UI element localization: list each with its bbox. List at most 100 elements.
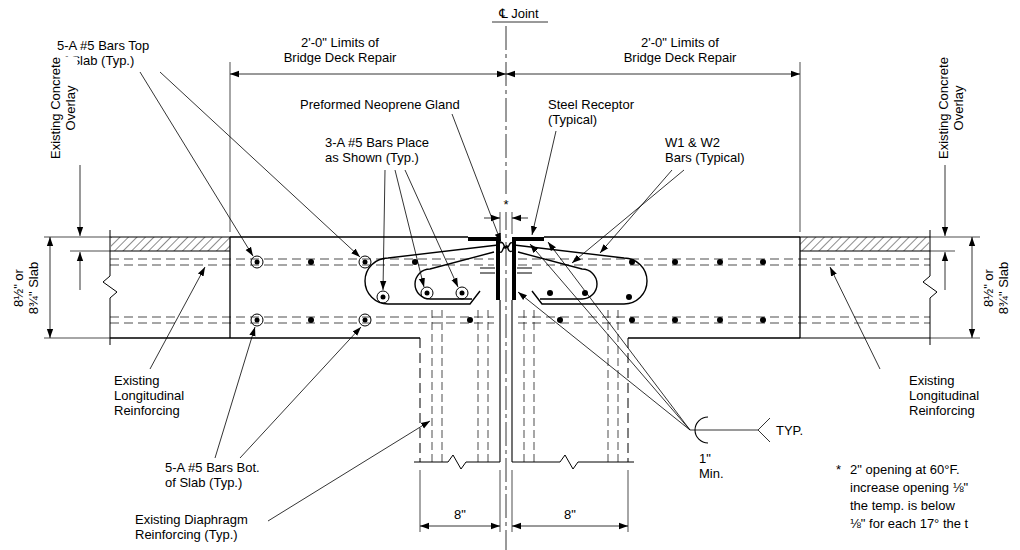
leader-line bbox=[140, 72, 253, 256]
center-line-tag bbox=[492, 22, 548, 23]
break-line bbox=[923, 230, 937, 345]
rebar-ring bbox=[251, 314, 263, 326]
hairpin-bar bbox=[415, 252, 494, 299]
note-text: 2" opening at 60°F. bbox=[850, 462, 961, 477]
rebar-ring bbox=[456, 287, 468, 299]
leader-line bbox=[395, 170, 424, 287]
rebar-dot bbox=[467, 317, 473, 323]
drawing bbox=[44, 22, 980, 550]
weld-mark bbox=[695, 417, 708, 443]
rebar-dot bbox=[308, 259, 314, 265]
rebar-dot bbox=[460, 291, 465, 296]
callout-label: Existing Longitudinal Reinforcing bbox=[909, 373, 911, 418]
leader-line bbox=[600, 170, 672, 253]
dimension-arrow bbox=[80, 165, 81, 236]
rebar-dot bbox=[363, 260, 368, 265]
leader-line bbox=[532, 131, 556, 235]
leader-line bbox=[452, 114, 501, 242]
dimension-label: 8" bbox=[454, 507, 467, 522]
rebar-dot bbox=[672, 259, 678, 265]
dimension-line bbox=[420, 526, 500, 527]
dimension-label: 8" bbox=[564, 507, 577, 522]
rebar-dot bbox=[626, 294, 632, 300]
rebar-sections bbox=[251, 256, 766, 326]
rebar-ring bbox=[377, 291, 389, 303]
callout-label: Existing Concrete Overlay bbox=[47, 57, 77, 160]
rebar-dot bbox=[255, 260, 260, 265]
rebar-dot bbox=[308, 317, 314, 323]
note-text: the temp. is below bbox=[850, 498, 956, 513]
dimension-label: 2'-0" Limits of Bridge Deck Repair bbox=[623, 35, 737, 65]
existing-reinforcing bbox=[110, 259, 930, 323]
hairpin-bar bbox=[514, 245, 647, 304]
dimension-arrow bbox=[945, 252, 946, 290]
note-marker: * bbox=[836, 462, 843, 477]
leader-line bbox=[240, 327, 361, 458]
rebar-dot bbox=[255, 318, 260, 323]
dimension-line bbox=[506, 74, 800, 75]
neoprene-gland bbox=[500, 243, 512, 253]
dimension-arrow bbox=[512, 218, 528, 219]
leader-lines bbox=[140, 72, 880, 521]
dimension-label: 2'-0" Limits of Bridge Deck Repair bbox=[283, 35, 397, 65]
concrete-overlay-hatch bbox=[111, 237, 230, 251]
extension-line bbox=[420, 470, 628, 532]
rebar-dot bbox=[760, 259, 766, 265]
extension-line bbox=[930, 237, 980, 338]
center-line bbox=[506, 26, 507, 550]
extension-line bbox=[500, 212, 512, 234]
weld-note: TYP. bbox=[776, 423, 805, 438]
rebar-dot bbox=[412, 259, 418, 265]
rebar-dot bbox=[582, 290, 588, 296]
rebar-dot bbox=[547, 290, 553, 296]
break-line bbox=[103, 230, 117, 345]
dimension-label: 8½" or 8¾" Slab bbox=[981, 261, 1011, 315]
diaphragm-reinforcing bbox=[432, 310, 618, 462]
concrete-overlay-hatch bbox=[800, 237, 929, 251]
extension-line bbox=[44, 237, 110, 338]
rebar-dot bbox=[629, 317, 635, 323]
joint-face bbox=[500, 300, 512, 462]
receptor-anchor bbox=[480, 268, 532, 273]
leader-line bbox=[830, 267, 880, 369]
rebar-dot bbox=[629, 259, 635, 265]
callout-label: Preformed Neoprene Gland bbox=[300, 97, 461, 112]
leader-line bbox=[215, 327, 255, 458]
rebar-circled bbox=[251, 256, 468, 326]
callout-label: 5-A #5 Bars Bot. of Slab (Typ.) bbox=[165, 460, 261, 490]
leader-line bbox=[268, 421, 430, 521]
rebar-dot bbox=[363, 318, 368, 323]
leader-line bbox=[150, 267, 205, 369]
leader-line bbox=[572, 170, 684, 263]
rebar-dot bbox=[672, 317, 678, 323]
dimension-line bbox=[512, 526, 628, 527]
leader-line bbox=[405, 170, 458, 287]
dimension-label: * bbox=[503, 197, 510, 212]
callout-label: W1 & W2 Bars (Typical) bbox=[665, 135, 746, 165]
callout-label: Existing Longitudinal Reinforcing bbox=[114, 373, 116, 418]
dimension-line bbox=[230, 74, 506, 75]
weld-arrow bbox=[518, 292, 690, 430]
rebar-dot bbox=[381, 295, 386, 300]
dimension-line bbox=[972, 237, 973, 338]
rebar-ring bbox=[359, 256, 371, 268]
dimension-line bbox=[50, 237, 51, 338]
rebar-dots bbox=[255, 259, 767, 323]
weld-reference-line bbox=[690, 430, 758, 431]
note-text: increase opening ⅛" bbox=[850, 480, 970, 495]
weld-symbol bbox=[518, 242, 770, 443]
note-text: ⅛" for each 17° the t bbox=[850, 516, 970, 531]
rebar-dot bbox=[557, 317, 563, 323]
weld-size: 1" Min. bbox=[699, 451, 701, 481]
dimension-label: 8½" or 8¾" Slab bbox=[11, 261, 41, 315]
rebar-dot bbox=[717, 317, 723, 323]
break-line bbox=[414, 455, 634, 469]
callout-label: Steel Receptor (Typical) bbox=[548, 97, 635, 127]
callout-label: Existing Concrete Overlay bbox=[935, 57, 965, 160]
rebar-dot bbox=[425, 291, 430, 296]
callout-label: 3-A #5 Bars Place as Shown (Typ.) bbox=[325, 135, 431, 165]
weld-arrow bbox=[548, 242, 690, 430]
dimension-arrow bbox=[80, 252, 81, 290]
extension-line bbox=[230, 62, 800, 232]
